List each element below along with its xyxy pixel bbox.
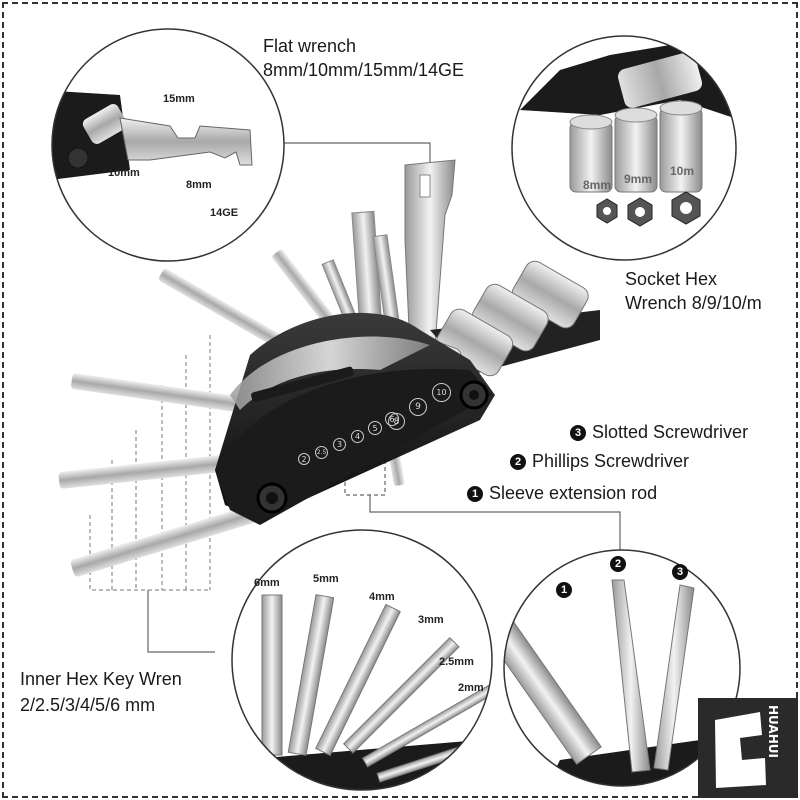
handle-mark-8: 8 [388,413,405,430]
logo-text-sub: SHOP [730,776,752,784]
socket-engraving-9: 9mm [624,172,653,186]
detail-marker-3: 3 [672,564,688,580]
callout-15mm: 15mm [163,93,195,105]
callout-2-5mm: 2.5mm [439,656,474,668]
phillips-text: Phillips Screwdriver [532,451,690,471]
marker-1: 1 [467,486,483,502]
flat-wrench-sizes: 8mm/10mm/15mm/14GE [263,60,465,80]
brand-logo [698,698,798,798]
detail-sockets [511,35,737,261]
slotted-label: 3 Slotted Screwdriver [570,421,748,443]
detail-marker-1: 1 [556,582,572,598]
sleeve-text: Sleeve extension rod [489,483,658,503]
flat-wrench-title: Flat wrench [263,36,357,56]
socket-label-line2: Wrench 8/9/10/m [625,293,762,313]
phillips-label: 2 Phillips Screwdriver [510,450,689,472]
callout-8mm: 8mm [186,179,212,191]
handle-mark-2: 2 [298,453,310,465]
sleeve-label: 1 Sleeve extension rod [467,482,657,504]
socket-engraving-10: 10m [670,164,695,178]
hex-connector [147,590,215,653]
detail-hex-keys [231,529,493,791]
logo-text-main: HUAHUI [766,705,780,758]
marker-2: 2 [510,454,526,470]
handle-mark-10: 10 [432,383,451,402]
callout-10mm: 10mm [108,167,140,179]
handle-mark-3: 3 [333,438,346,451]
callout-14ge: 14GE [210,207,239,219]
sleeve-connector [369,495,621,560]
handle-mark-2-5: 2.5 [315,446,328,459]
socket-label-line1: Socket Hex [625,269,718,289]
marker-3: 3 [570,425,586,441]
hex-label-line2: 2/2.5/3/4/5/6 mm [20,695,156,715]
callout-2mm: 2mm [458,682,484,694]
handle-mark-9: 9 [409,398,427,416]
flat-wrench-blade [404,159,456,351]
socket-engraving-8: 8mm [583,178,612,192]
sockets-main [403,260,600,378]
callout-5mm: 5mm [313,573,339,585]
hex-label-line1: Inner Hex Key Wren [20,669,182,689]
handle-mark-4: 4 [351,430,364,443]
callout-4mm: 4mm [369,591,395,603]
flat-wrench-connector [282,142,431,168]
detail-flat-wrench [51,28,285,262]
handle-mark-5: 5 [368,421,382,435]
slotted-text: Slotted Screwdriver [592,422,749,442]
callout-6mm: 6mm [254,577,280,589]
detail-marker-2: 2 [610,556,626,572]
callout-3mm: 3mm [418,614,444,626]
